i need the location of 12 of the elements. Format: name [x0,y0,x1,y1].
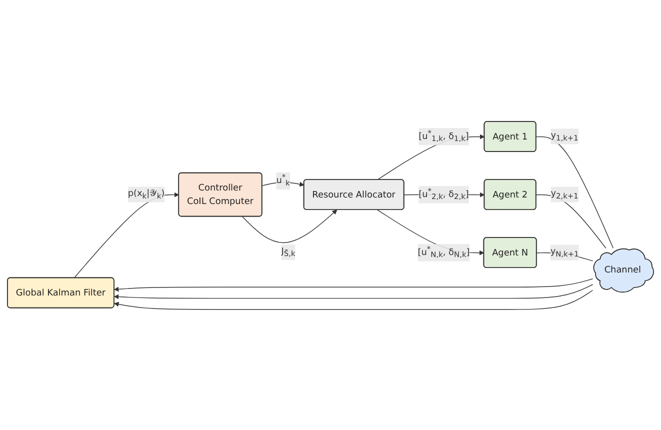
edge-label: [u$^{*}$$_{2,k}$, δ$_{2,k}$] [418,186,469,201]
edge-label: [u$^{*}$$_{1,k}$, δ$_{1,k}$] [418,128,469,143]
edge-label: p(x$_{k}$|𝒴$_{k}$) [128,187,165,200]
edge-label: J$_{S̄,k}$ [281,245,296,258]
edge-label: y$_{N,k+1}$ [550,245,579,258]
edge-label: [u$^{*}$$_{N,k}$, δ$_{N,k}$] [418,244,470,259]
arrow [114,289,594,310]
arrow [242,209,338,243]
arrow [114,278,594,292]
arrow [114,284,594,299]
edge-label: y$_{1,k+1}$ [550,129,578,142]
edge-label: y$_{2,k+1}$ [550,187,578,200]
